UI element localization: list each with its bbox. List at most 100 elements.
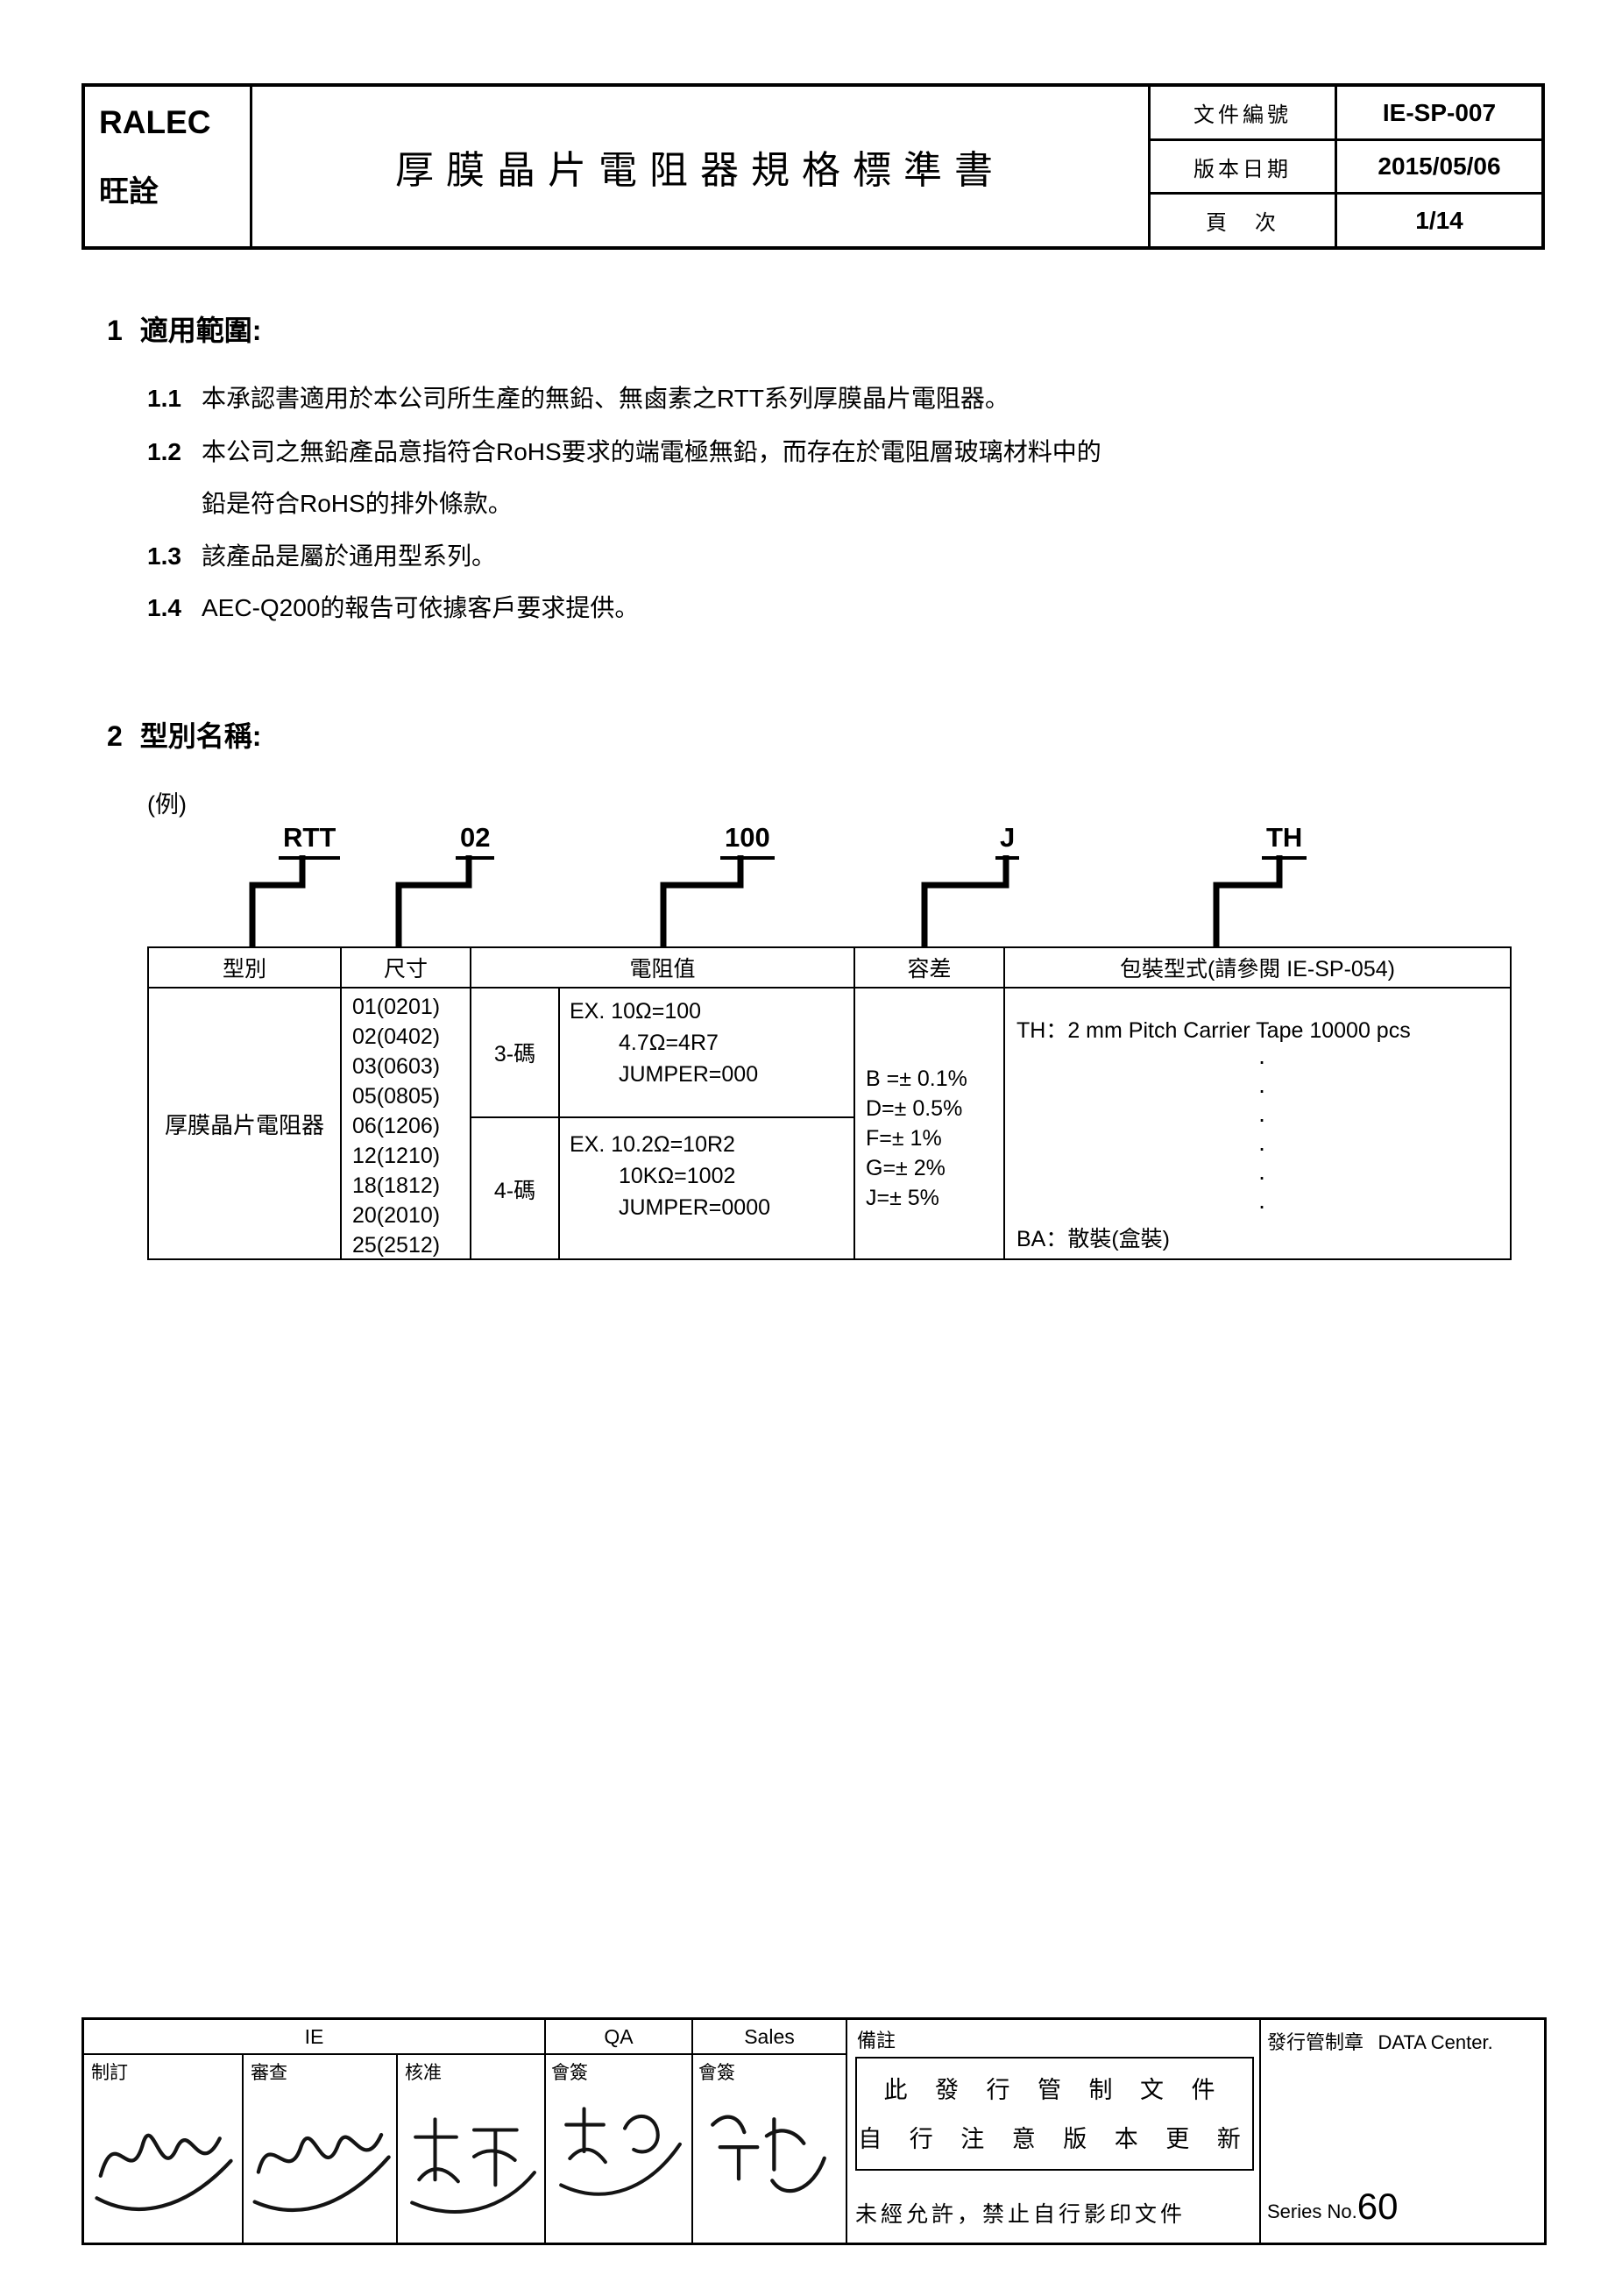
page-number-value: 1/14 [1415, 206, 1463, 234]
doc-number-label: 文件編號 [1193, 103, 1292, 127]
spec-item-text: AEC-Q200的報告可依據客戶要求提供。 [202, 594, 640, 621]
note-box-line: 自 行 注 意 版 本 更 新 [858, 2126, 1251, 2152]
res3-example-line: JUMPER=000 [619, 1062, 759, 1087]
footer-grid-line [544, 2020, 546, 2243]
table-grid-line [470, 1116, 855, 1118]
footer-grid-line [242, 2053, 244, 2243]
header-divider [1148, 192, 1541, 195]
company-name: RALEC [99, 104, 211, 140]
size-item: 01(0201) [352, 995, 441, 1019]
table-grid-line [470, 948, 471, 1258]
tolerance-item: J=± 5% [866, 1186, 939, 1210]
footer-grid-line [691, 2020, 693, 2243]
dept-ie-label: IE [304, 2024, 324, 2048]
res4-example-line: JUMPER=0000 [619, 1195, 770, 1220]
note-box: 此 發 行 管 制 文 件 自 行 注 意 版 本 更 新 [855, 2057, 1254, 2171]
res4-example-line: 10KΩ=1002 [619, 1164, 736, 1188]
col-header-size: 尺寸 [383, 957, 428, 981]
size-item: 20(2010) [352, 1203, 441, 1228]
table-grid-line [149, 987, 1510, 989]
cell-res3-label: 3-碼 [493, 1042, 536, 1067]
cell-model: 厚膜晶片電阻器 [164, 1111, 324, 1138]
table-grid-line [853, 948, 855, 1258]
signature-drafter [95, 2133, 233, 2211]
example-label: (例) [147, 791, 187, 818]
header-divider [250, 87, 252, 246]
note-copy-warning: 未經允許，禁止自行影印文件 [855, 2202, 1186, 2227]
packaging-ellipsis: · · · · · · [1257, 1047, 1266, 1219]
spec-item-1-2: 1.2 本公司之無鉛產品意指符合RoHS要求的端電極無鉛，而存在於電阻層玻璃材料… [147, 436, 1101, 467]
code-part-packaging: TH [1262, 822, 1307, 860]
spec-item-1-4: 1.4 AEC-Q200的報告可依據客戶要求提供。 [147, 592, 639, 623]
spec-item-number: 1.2 [147, 438, 181, 465]
code-part-size: 02 [456, 822, 495, 860]
cell-res4-label: 4-碼 [493, 1178, 536, 1203]
res3-example-line: EX. 10Ω=100 [570, 999, 702, 1024]
size-item: 05(0805) [352, 1084, 441, 1109]
doc-number-value: IE-SP-007 [1382, 98, 1497, 126]
signature-reviewer [252, 2132, 391, 2213]
stamp-value: DATA Center. [1378, 2031, 1493, 2053]
section-2-number: 2 [107, 720, 123, 752]
company-name-chinese: 旺詮 [99, 175, 159, 209]
spec-item-1-3: 1.3 該產品是屬於通用型系列。 [147, 541, 496, 571]
tolerance-item: D=± 0.5% [866, 1096, 963, 1121]
section-2-title: 型別名稱: [139, 720, 262, 752]
page-number-label: 頁 次 [1206, 211, 1279, 235]
footer-grid-line [84, 2053, 847, 2055]
version-date-value: 2015/05/06 [1378, 152, 1501, 180]
series-number: Series No. 60 [1267, 2188, 1398, 2225]
series-label: Series No. [1267, 2200, 1357, 2222]
size-item: 25(2512) [352, 1233, 441, 1258]
col-header-packaging: 包裝型式(請參閱 IE-SP-054) [1120, 957, 1395, 981]
code-part-tolerance: J [995, 822, 1020, 860]
spec-item-text: 本公司之無鉛產品意指符合RoHS要求的端電極無鉛，而存在於電阻層玻璃材料中的 [202, 438, 1101, 465]
size-item: 02(0402) [352, 1024, 441, 1049]
role-countersign-sales-label: 會簽 [698, 2063, 735, 2083]
section-1-number: 1 [107, 315, 123, 346]
note-label: 備註 [857, 2030, 896, 2052]
dept-qa-label: QA [604, 2024, 634, 2048]
cell-tolerance-list: B =± 0.1% D=± 0.5% F=± 1% G=± 2% J=± 5% [866, 1064, 967, 1213]
note-box-line: 此 發 行 管 制 文 件 [883, 2077, 1226, 2103]
col-header-tolerance: 容差 [907, 957, 952, 981]
spec-table: 型別 尺寸 電阻值 容差 包裝型式(請參閱 IE-SP-054) 厚膜晶片電阻器… [147, 946, 1512, 1260]
res4-example-line: EX. 10.2Ω=10R2 [570, 1132, 735, 1157]
role-countersign-qa-label: 會簽 [551, 2063, 588, 2083]
spec-item-1-1: 1.1 本承認書適用於本公司所生產的無鉛、無鹵素之RTT系列厚膜晶片電阻器。 [147, 383, 1009, 414]
header-divider [1148, 138, 1541, 141]
spec-item-number: 1.3 [147, 542, 181, 570]
stamp-label: 發行管制章 [1267, 2031, 1364, 2053]
section-2-heading: 2 型別名稱: [107, 714, 261, 755]
footer-grid-line [1259, 2020, 1261, 2243]
spec-item-text: 該產品是屬於通用型系列。 [202, 542, 497, 570]
approval-footer: IE QA Sales 制訂 審查 核准 會簽 會簽 [81, 2017, 1547, 2245]
res3-example-line: 4.7Ω=4R7 [619, 1031, 719, 1055]
col-header-resistance: 電阻值 [629, 957, 696, 981]
spec-item-1-2-cont: 鉛是符合RoHS的排外條款。 [202, 488, 513, 519]
role-approver-label: 核准 [405, 2063, 442, 2083]
footer-grid-line [396, 2053, 398, 2243]
role-reviewer-label: 審查 [251, 2063, 287, 2083]
section-1-title: 適用範圍: [139, 315, 262, 346]
code-part-series: RTT [279, 822, 341, 860]
size-item: 12(1210) [352, 1144, 441, 1168]
tolerance-item: F=± 1% [866, 1126, 942, 1151]
packaging-ba-option: BA：散裝(盒裝) [1016, 1227, 1171, 1251]
footer-grid-line [846, 2020, 847, 2243]
section-1-heading: 1 適用範圍: [107, 308, 261, 349]
series-value: 60 [1356, 2186, 1399, 2227]
code-part-resistance: 100 [720, 822, 775, 860]
code-connector-lines [249, 855, 1283, 946]
cell-size-list: 01(0201) 02(0402) 03(0603) 05(0805) 06(1… [352, 992, 440, 1260]
size-item: 06(1206) [352, 1114, 441, 1138]
table-grid-line [558, 987, 560, 1258]
tolerance-item: B =± 0.1% [866, 1067, 967, 1091]
header-divider [1148, 87, 1151, 246]
spec-item-text: 鉛是符合RoHS的排外條款。 [202, 490, 513, 517]
packaging-th-option: TH：2 mm Pitch Carrier Tape 10000 pcs [1016, 1018, 1411, 1043]
document-title: 厚膜晶片電阻器規格標準書 [395, 149, 1005, 192]
spec-item-number: 1.4 [147, 594, 181, 621]
col-header-model: 型別 [222, 957, 266, 981]
size-item: 03(0603) [352, 1054, 441, 1079]
